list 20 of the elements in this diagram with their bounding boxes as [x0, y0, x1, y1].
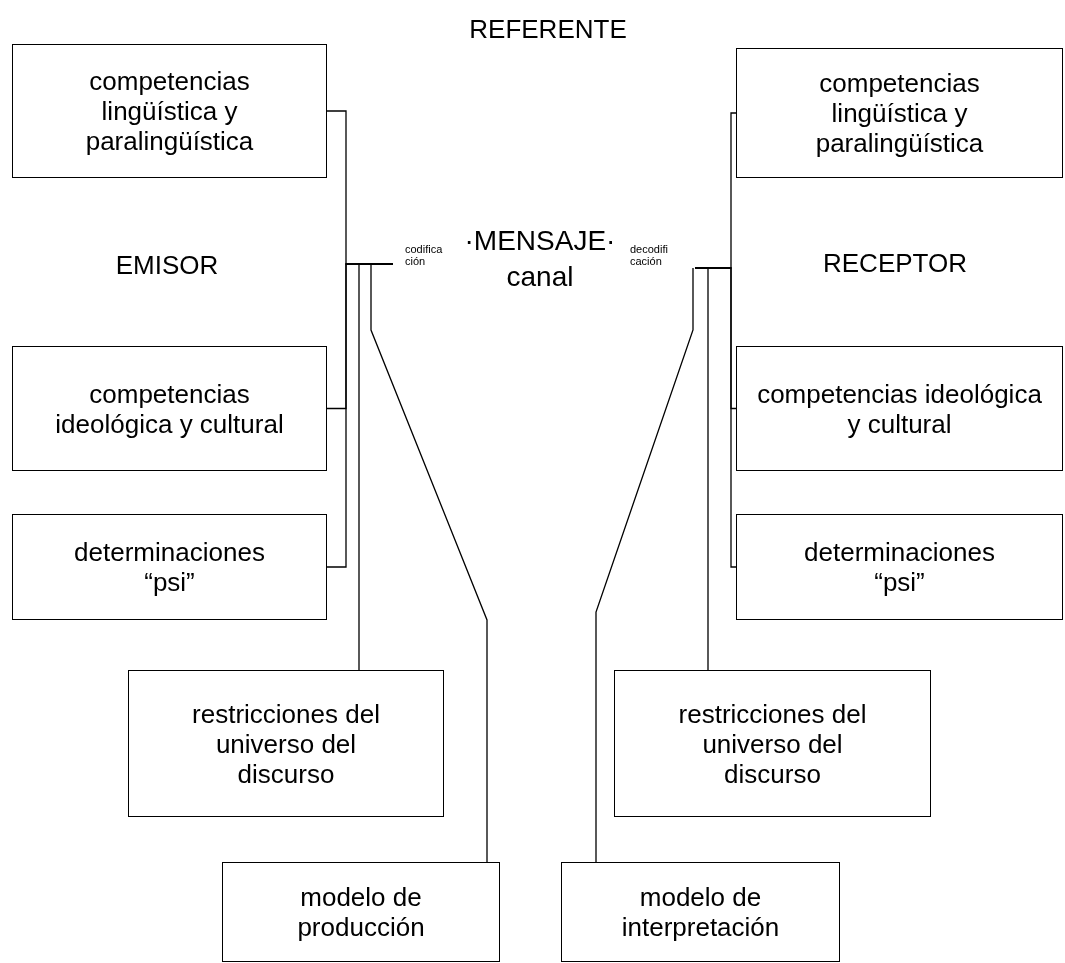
diagram-label: EMISOR: [115, 250, 219, 280]
concept-box: restricciones del universo del discurso: [614, 670, 931, 817]
diagram-label: canal: [506, 262, 574, 292]
diagram-label: RECEPTOR: [823, 248, 967, 278]
diagram-label: ·MENSAJE·: [464, 226, 616, 256]
concept-box: competencias lingüística y paralingüística: [12, 44, 327, 178]
connector-line: [370, 263, 488, 863]
concept-box: modelo de producción: [222, 862, 500, 962]
connector-line: [595, 267, 694, 863]
diagram-label: REFERENTE: [469, 14, 627, 44]
concept-box: modelo de interpretación: [561, 862, 840, 962]
concept-box: competencias ideológica y cultural: [12, 346, 327, 471]
concept-box: determinaciones “psi”: [736, 514, 1063, 620]
process-label: codifica ción: [393, 240, 457, 270]
process-label: decodifi cación: [620, 240, 695, 270]
concept-box: competencias lingüística y paralingüística: [736, 48, 1063, 178]
concept-box: competencias ideológica y cultural: [736, 346, 1063, 471]
connector-line: [694, 267, 709, 671]
concept-box: determinaciones “psi”: [12, 514, 327, 620]
concept-box: restricciones del universo del discurso: [128, 670, 444, 817]
